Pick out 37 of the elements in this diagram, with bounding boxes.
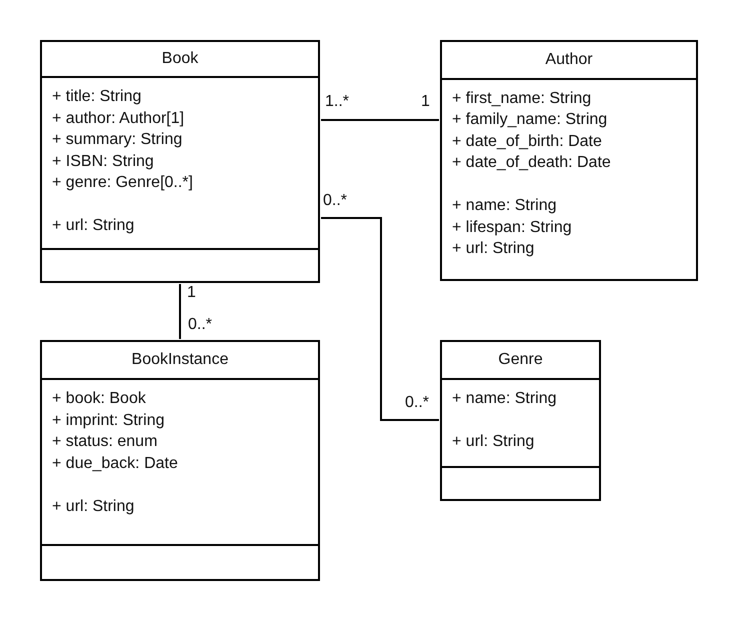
attribute-text: + book: Book [52, 389, 146, 409]
class-box [440, 340, 601, 501]
attribute-text: + family_name: String [452, 110, 608, 130]
multiplicity-label: 0..* [188, 316, 212, 334]
association-line [179, 284, 181, 339]
attribute-text: + genre: Genre[0..*] [52, 173, 193, 193]
attribute-text: + title: String [52, 87, 142, 107]
class-name: BookInstance [132, 351, 228, 369]
attribute-text: + name: String [452, 196, 556, 216]
multiplicity-label: 1 [421, 93, 430, 111]
attribute-text: + url: String [52, 496, 134, 516]
attribute-text: + date_of_death: Date [452, 153, 611, 174]
attribute-text: + url: String [52, 216, 134, 236]
class-name: Author [545, 50, 593, 69]
class-name: Book [162, 50, 198, 68]
attribute-text: + name: String [452, 389, 556, 409]
attribute-text: + date_of_birth: Date [452, 132, 602, 152]
class-name: Genre [498, 351, 543, 369]
class-box [40, 40, 320, 283]
attribute-text: + first_name: String [452, 88, 592, 109]
attribute-text: + ISBN: String [52, 152, 154, 172]
association-line [321, 119, 439, 121]
attribute-text: + summary: String [52, 130, 182, 150]
attribute-text: + url: String [452, 239, 534, 260]
multiplicity-label: 1..* [325, 93, 350, 111]
multiplicity-label: 0..* [405, 394, 430, 412]
class-box [440, 40, 698, 281]
multiplicity-label: 0..* [323, 192, 348, 210]
attribute-text: + lifespan: String [452, 218, 572, 238]
attribute-text: + url: String [452, 432, 534, 452]
attribute-text: + author: Author[1] [52, 108, 184, 128]
attribute-text: + due_back: Date [52, 454, 178, 474]
association-line [321, 217, 439, 421]
class-box [40, 340, 320, 581]
attribute-text: + imprint: String [52, 410, 164, 430]
attribute-text: + status: enum [52, 432, 158, 452]
multiplicity-label: 1 [187, 284, 196, 302]
